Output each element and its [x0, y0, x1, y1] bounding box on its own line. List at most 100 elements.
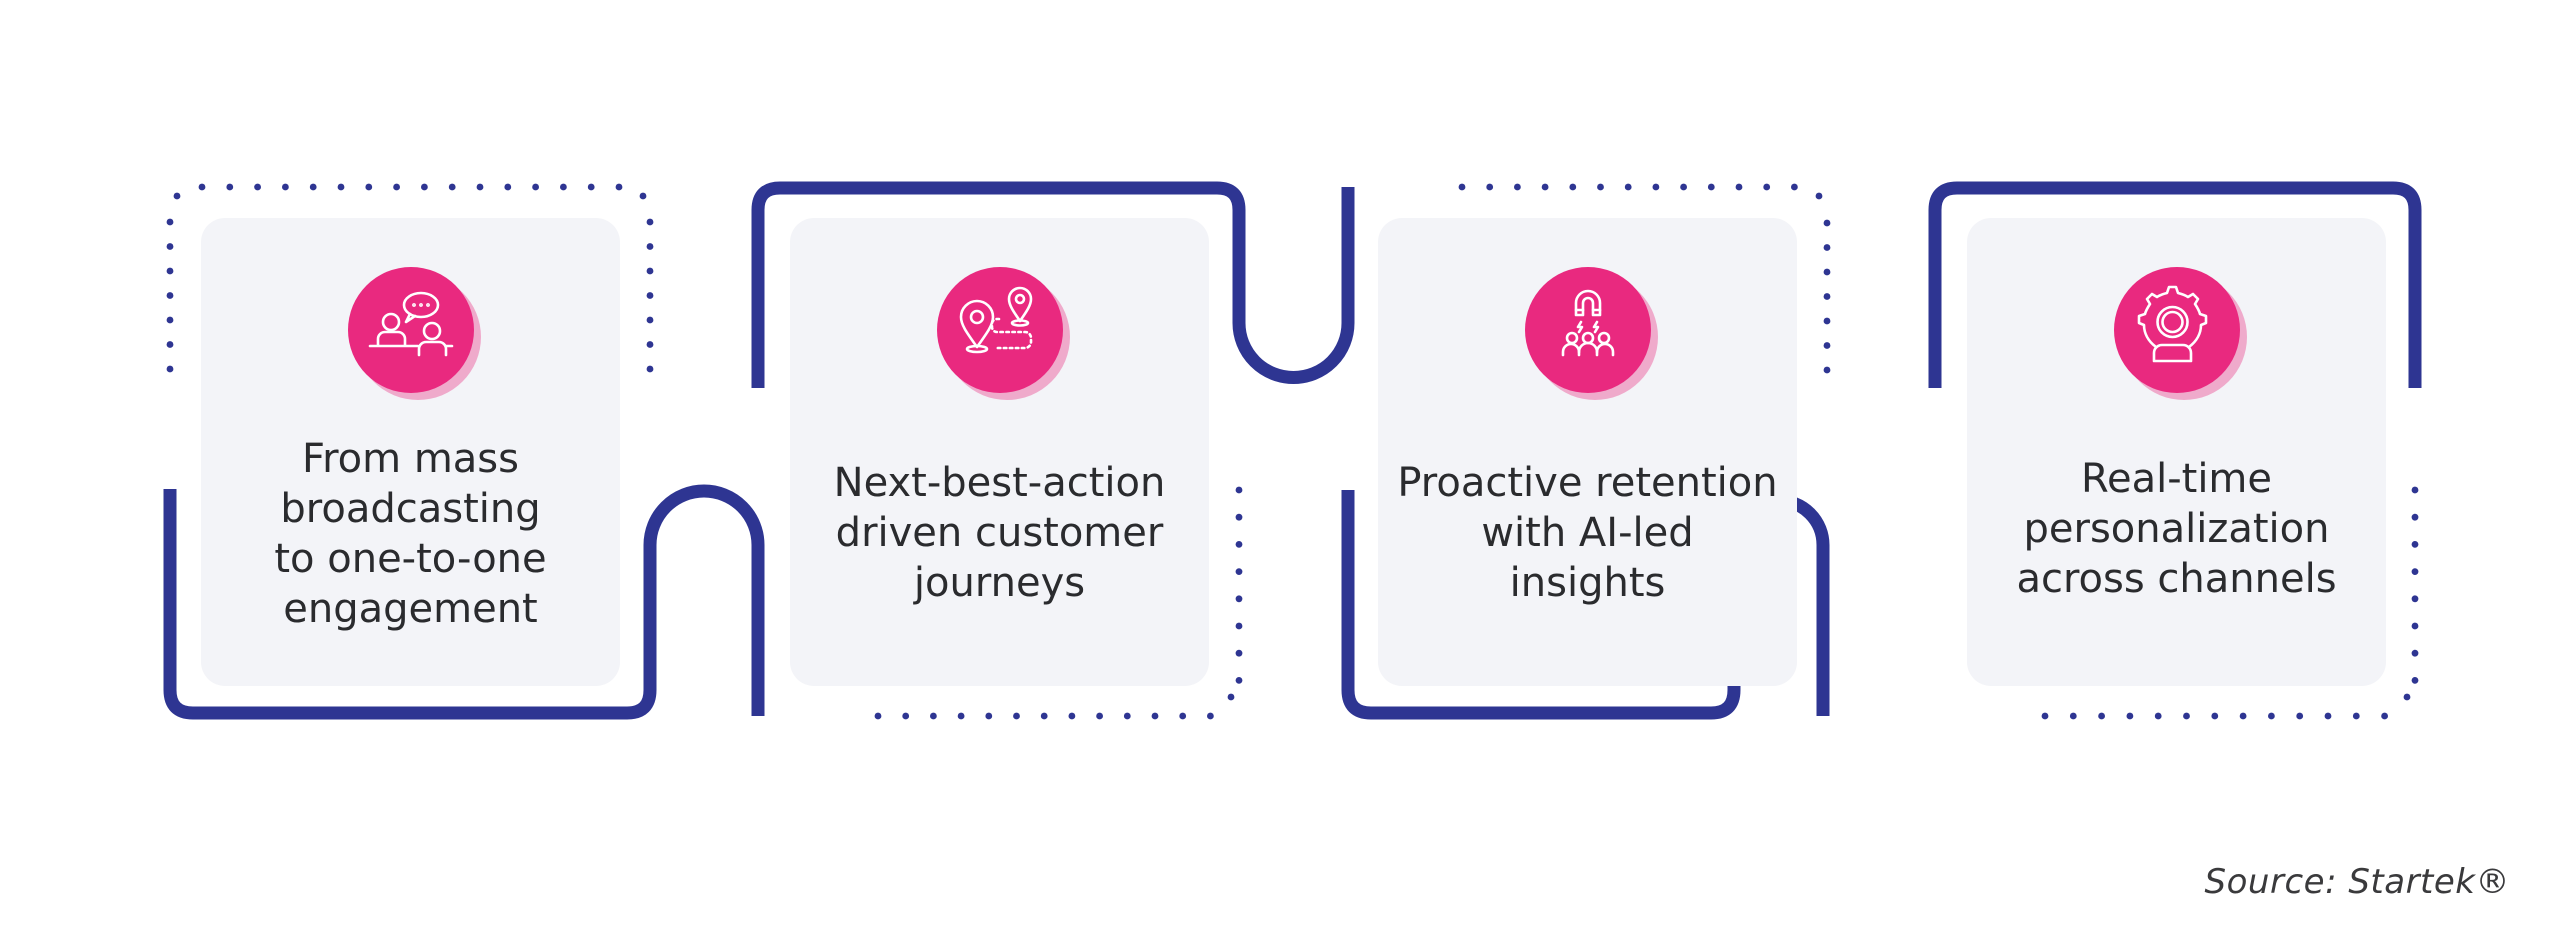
dot: [282, 183, 289, 191]
dot: [421, 183, 428, 191]
dot: [1541, 183, 1549, 191]
step-text: From mass broadcasting to one-to-one eng…: [211, 434, 610, 634]
dot: [1680, 183, 1687, 191]
dot: [615, 183, 623, 191]
dot: [309, 183, 317, 191]
solid-segment-1: [163, 484, 765, 720]
dot: [1235, 622, 1243, 630]
dot: [646, 267, 654, 275]
dot: [1040, 712, 1048, 720]
dot: [1068, 712, 1076, 720]
step-card-1: From mass broadcasting to one-to-one eng…: [201, 218, 620, 686]
dot: [166, 365, 174, 373]
dot: [2411, 622, 2419, 630]
dot: [2411, 513, 2419, 521]
step-text-line: driven customer: [835, 510, 1164, 556]
dot: [166, 316, 174, 324]
step-text-line: journeys: [913, 560, 1086, 606]
step-text-line: Proactive retention: [1397, 460, 1778, 506]
dot: [2239, 712, 2247, 720]
dot: [646, 243, 654, 250]
dot: [166, 218, 174, 226]
dot: [957, 712, 965, 720]
source-caption: Source: Startek®: [2204, 862, 2510, 902]
dot: [166, 267, 174, 275]
dot: [2126, 712, 2134, 720]
dot: [448, 183, 456, 191]
step-card-4: Real-time personalization across channel…: [1967, 218, 2386, 686]
dot: [2154, 712, 2162, 720]
gear-person-icon: [2113, 267, 2240, 393]
dot: [1514, 183, 1521, 191]
dot: [1823, 366, 1831, 374]
dot: [166, 341, 174, 348]
dot: [2411, 677, 2419, 684]
dot: [646, 341, 654, 348]
dot: [1227, 693, 1235, 701]
dot: [1815, 192, 1823, 200]
dot: [1179, 712, 1187, 720]
dot: [1823, 268, 1831, 276]
dot: [1823, 342, 1831, 349]
dot: [2411, 568, 2419, 575]
dot: [254, 183, 261, 191]
dot: [1735, 183, 1743, 191]
dot: [1235, 568, 1243, 575]
dot: [198, 183, 206, 191]
dot: [2296, 712, 2304, 720]
dot: [587, 183, 595, 191]
dot: [476, 183, 484, 191]
dot: [1235, 595, 1243, 603]
solid-segment-4: [1928, 181, 2422, 388]
dot: [1235, 649, 1243, 657]
dot: [173, 192, 181, 200]
dot: [1458, 183, 1466, 191]
step-text: Next-best-action driven customer journey…: [800, 458, 1199, 608]
dot: [1123, 712, 1131, 720]
step-text: Proactive retention with AI-led insights: [1388, 458, 1787, 608]
dot: [1652, 183, 1660, 191]
dot: [2069, 712, 2077, 720]
dot: [646, 365, 654, 373]
dot: [1624, 183, 1632, 191]
dot: [930, 712, 937, 720]
dot: [874, 712, 882, 720]
icon-badge: [2113, 267, 2254, 407]
step-text-line: to one-to-one: [274, 536, 547, 582]
dot: [166, 292, 174, 299]
step-text-line: across channels: [2016, 556, 2337, 602]
icon-badge: [1524, 267, 1665, 407]
step-text-line: engagement: [283, 586, 538, 632]
dot: [1013, 712, 1020, 720]
dot: [2381, 712, 2389, 720]
dot: [2411, 595, 2419, 603]
dot: [2041, 712, 2049, 720]
journey-map-pins-icon: [936, 267, 1063, 393]
dot: [646, 218, 654, 226]
magnet-attract-people-icon: [1524, 267, 1651, 393]
step-card-3: Proactive retention with AI-led insights: [1378, 218, 1797, 686]
dot: [646, 292, 654, 299]
dot: [393, 183, 400, 191]
dot: [2411, 541, 2419, 548]
step-text: Real-time personalization across channel…: [1977, 454, 2376, 604]
step-text-line: From mass: [302, 436, 519, 482]
dot: [1235, 541, 1243, 548]
step-text-line: personalization: [2023, 506, 2330, 552]
dot: [1791, 183, 1798, 191]
dot: [639, 192, 647, 200]
dot: [2411, 649, 2419, 657]
step-text-line: Next-best-action: [833, 460, 1166, 506]
dot: [2268, 712, 2275, 720]
dot: [1597, 183, 1604, 191]
step-text-line: broadcasting: [280, 486, 541, 532]
dot: [985, 712, 993, 720]
dot: [504, 183, 512, 191]
dot: [2211, 712, 2219, 720]
dot: [646, 316, 654, 324]
dot: [532, 183, 539, 191]
dot: [1707, 183, 1715, 191]
conversation-icon: [347, 267, 474, 393]
dot: [2352, 712, 2360, 720]
